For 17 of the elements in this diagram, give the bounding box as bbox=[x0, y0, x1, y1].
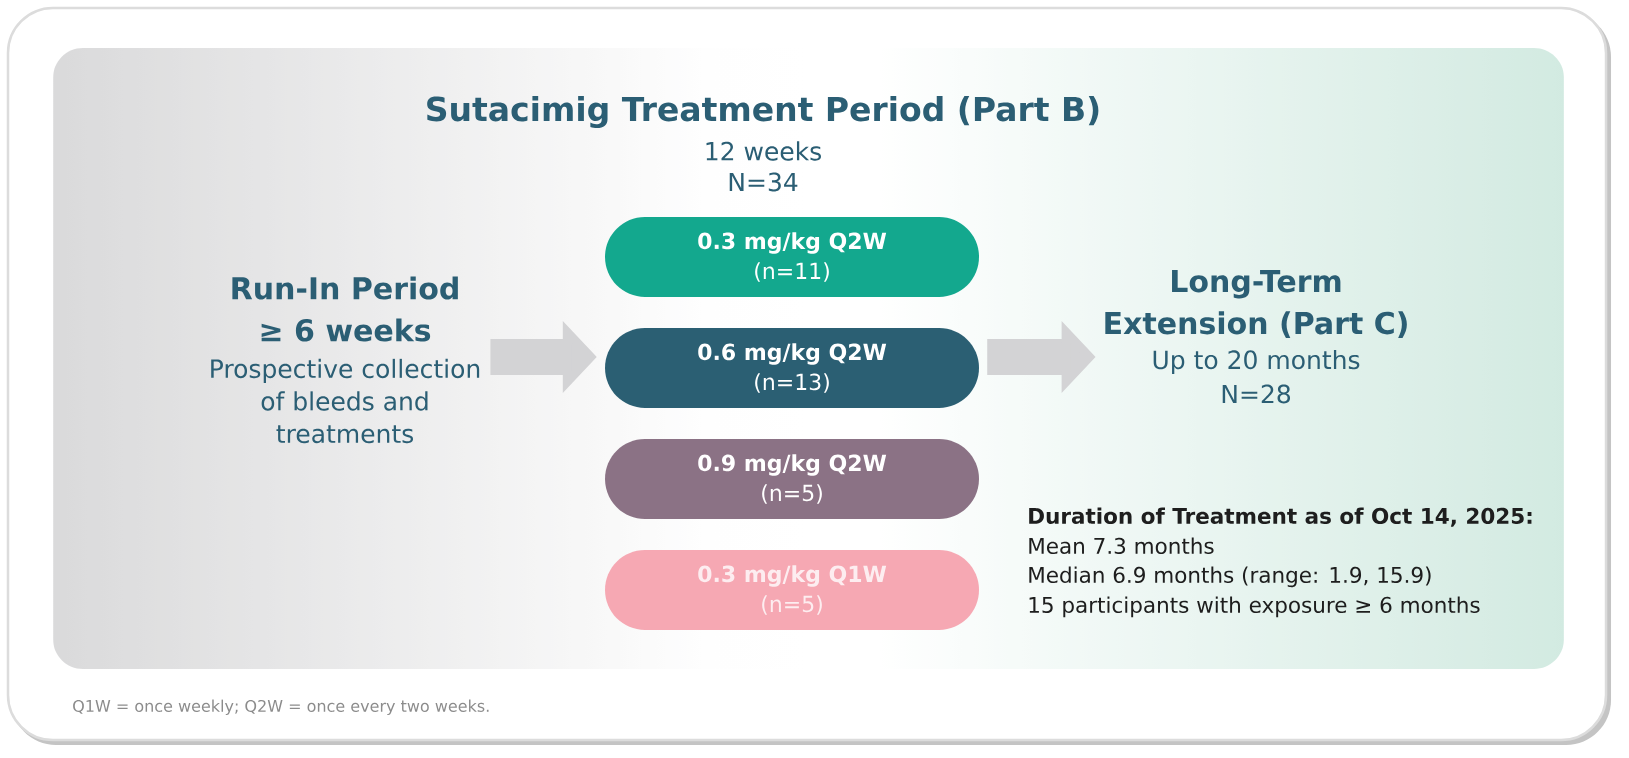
dose-pill: 0.6 mg/kg Q2W (n=13) bbox=[605, 328, 979, 408]
dose-pill: 0.3 mg/kg Q2W (n=11) bbox=[605, 217, 979, 297]
note-text: 15 participants with exposure ≥ 6 months bbox=[1029, 596, 1480, 618]
note-text: Median 6.9 months (range: 1.9, 15.9) bbox=[1029, 566, 1431, 588]
detail-text: N=28 bbox=[1222, 384, 1291, 404]
detail-text: N=34 bbox=[729, 172, 798, 192]
heading: Long-Term Extension (Part C) bbox=[1105, 270, 1407, 338]
heading: Sutacimig Treatment Period (Part B) bbox=[427, 95, 1099, 129]
dose-pill: 0.9 mg/kg Q2W (n=5) bbox=[605, 439, 979, 519]
detail-text: 12 weeks bbox=[706, 141, 821, 161]
detail-text: Prospective collection of bleeds and treatments bbox=[211, 358, 480, 444]
note-heading: Duration of Treatment as of Oct 14, 2025: bbox=[1029, 507, 1532, 527]
heading: Run-In Period ≥ 6 weeks bbox=[232, 276, 458, 342]
detail-text: Up to 20 months bbox=[1153, 349, 1360, 375]
note-text: Mean 7.3 months bbox=[1029, 537, 1214, 555]
footnote: Q1W = once weekly; Q2W = once every two weeks. bbox=[73, 699, 489, 716]
dose-pill: 0.3 mg/kg Q1W (n=5) bbox=[605, 550, 979, 630]
